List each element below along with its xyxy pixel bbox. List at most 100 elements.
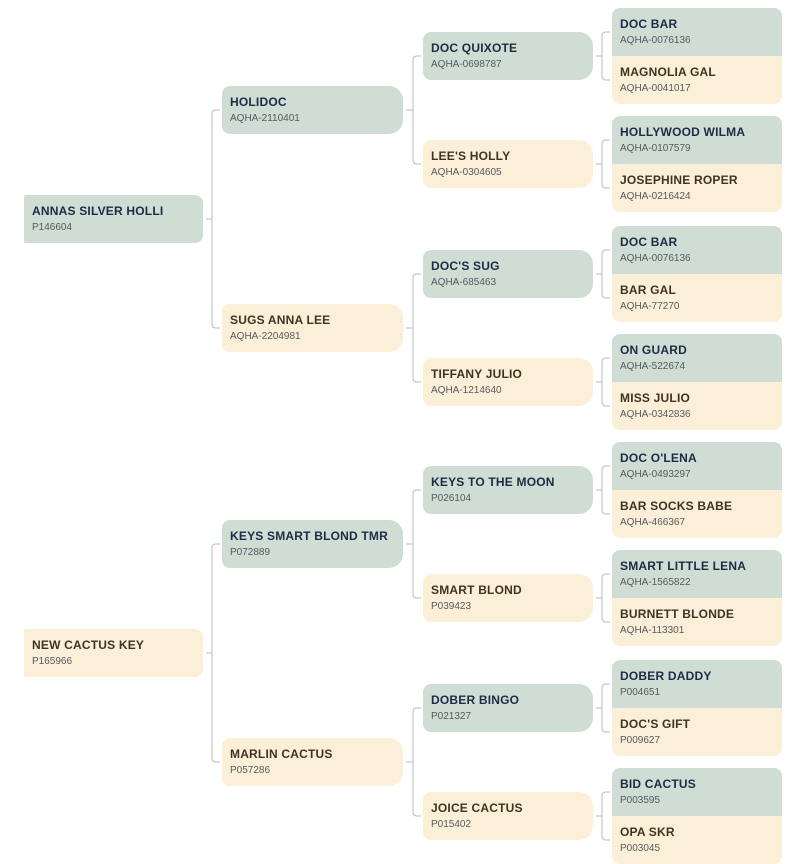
parent-dam-registration: AQHA-2204981 — [230, 331, 301, 342]
connector-tick — [216, 109, 220, 329]
connector-tick — [417, 55, 421, 165]
grandparent-2-registration: P039423 — [431, 601, 472, 612]
great-grandparent-1-registration: AQHA-0076136 — [620, 35, 691, 46]
parent-sire-registration: P072889 — [230, 547, 271, 558]
great-grandparent-7-registration: AQHA-522674 — [620, 361, 686, 372]
great-grandparent-6-registration: P009627 — [620, 735, 661, 746]
parent-sire[interactable]: HOLIDOC AQHA-2110401 — [222, 86, 403, 134]
great-grandparent-8-registration: P003045 — [620, 843, 661, 854]
great-grandparent-7-name: BID CACTUS — [620, 777, 696, 791]
connector-tick — [606, 791, 610, 841]
great-grandparent-5-registration: P004651 — [620, 687, 661, 698]
grandparent-2[interactable]: SMART BLOND P039423 — [423, 574, 593, 622]
great-grandparent-1-registration: AQHA-0493297 — [620, 469, 691, 480]
great-grandparent-5[interactable]: DOC BAR AQHA-0076136 — [612, 226, 782, 274]
great-grandparent-5-name: DOC BAR — [620, 235, 678, 249]
connector — [596, 249, 607, 299]
great-grandparent-6-registration: AQHA-77270 — [620, 301, 680, 312]
parent-sire-name: HOLIDOC — [230, 95, 287, 109]
great-grandparent-7[interactable]: ON GUARD AQHA-522674 — [612, 334, 782, 382]
grandparent-3-registration: P021327 — [431, 711, 472, 722]
great-grandparent-3[interactable]: SMART LITTLE LENA AQHA-1565822 — [612, 550, 782, 598]
great-grandparent-5-registration: AQHA-0076136 — [620, 253, 691, 264]
great-grandparent-7[interactable]: BID CACTUS P003595 — [612, 768, 782, 816]
connector — [596, 465, 607, 515]
grandparent-4[interactable]: TIFFANY JULIO AQHA-1214640 — [423, 358, 593, 406]
grandparent-4-registration: AQHA-1214640 — [431, 385, 502, 396]
great-grandparent-8-registration: AQHA-0342836 — [620, 409, 691, 420]
great-grandparent-6[interactable]: BAR GAL AQHA-77270 — [612, 274, 782, 322]
grandparent-2-name: SMART BLOND — [431, 583, 522, 597]
parent-sire[interactable]: KEYS SMART BLOND TMR P072889 — [222, 520, 403, 568]
connector — [596, 139, 607, 189]
grandparent-4-registration: P015402 — [431, 819, 472, 830]
subject-horse-2[interactable]: NEW CACTUS KEY P165966 — [24, 629, 203, 677]
grandparent-4-name: JOICE CACTUS — [431, 801, 523, 815]
connector — [596, 357, 607, 407]
grandparent-3-name: DOBER BINGO — [431, 693, 520, 707]
great-grandparent-5-name: DOBER DADDY — [620, 669, 712, 683]
connector-tick — [606, 683, 610, 733]
parent-dam[interactable]: SUGS ANNA LEE AQHA-2204981 — [222, 304, 403, 352]
connector — [406, 707, 418, 817]
grandparent-1-registration: P026104 — [431, 493, 472, 504]
grandparent-4[interactable]: JOICE CACTUS P015402 — [423, 792, 593, 840]
subject-horse-1-registration: P146604 — [32, 222, 73, 233]
great-grandparent-8-name: OPA SKR — [620, 825, 675, 839]
great-grandparent-3-name: HOLLYWOOD WILMA — [620, 125, 746, 139]
connector-tick — [216, 543, 220, 763]
great-grandparent-2-registration: AQHA-466367 — [620, 517, 686, 528]
connector-tick — [606, 357, 610, 407]
parent-dam-name: SUGS ANNA LEE — [230, 313, 331, 327]
great-grandparent-4-name: BURNETT BLONDE — [620, 607, 735, 621]
connector — [596, 31, 607, 81]
great-grandparent-8[interactable]: OPA SKR P003045 — [612, 816, 782, 864]
connector-tick — [417, 489, 421, 599]
great-grandparent-3-name: SMART LITTLE LENA — [620, 559, 747, 573]
great-grandparent-3[interactable]: HOLLYWOOD WILMA AQHA-0107579 — [612, 116, 782, 164]
connector — [596, 683, 607, 733]
subject-horse-2-name: NEW CACTUS KEY — [32, 638, 145, 652]
parent-dam-registration: P057286 — [230, 765, 271, 776]
connector — [406, 55, 418, 165]
connector-tick — [606, 249, 610, 299]
subject-horse-2-registration: P165966 — [32, 656, 73, 667]
grandparent-4-name: TIFFANY JULIO — [431, 367, 523, 381]
great-grandparent-3-registration: AQHA-0107579 — [620, 143, 691, 154]
grandparent-3-name: DOC'S SUG — [431, 259, 500, 273]
great-grandparent-2[interactable]: BAR SOCKS BABE AQHA-466367 — [612, 490, 782, 538]
great-grandparent-6-name: BAR GAL — [620, 283, 677, 297]
connector — [406, 273, 418, 383]
connector — [406, 489, 418, 599]
parent-sire-registration: AQHA-2110401 — [230, 113, 300, 124]
connector — [206, 543, 217, 763]
connector — [596, 791, 607, 841]
grandparent-1[interactable]: KEYS TO THE MOON P026104 — [423, 466, 593, 514]
connector-tick — [606, 465, 610, 515]
great-grandparent-2-name: BAR SOCKS BABE — [620, 499, 733, 513]
great-grandparent-7-name: ON GUARD — [620, 343, 687, 357]
parent-sire-name: KEYS SMART BLOND TMR — [230, 529, 388, 543]
connector-tick — [606, 573, 610, 623]
great-grandparent-1[interactable]: DOC O'LENA AQHA-0493297 — [612, 442, 782, 490]
great-grandparent-1-name: DOC O'LENA — [620, 451, 697, 465]
great-grandparent-3-registration: AQHA-1565822 — [620, 577, 691, 588]
great-grandparent-5[interactable]: DOBER DADDY P004651 — [612, 660, 782, 708]
great-grandparent-7-registration: P003595 — [620, 795, 661, 806]
grandparent-3[interactable]: DOBER BINGO P021327 — [423, 684, 593, 732]
connector-tick — [606, 139, 610, 189]
grandparent-1-name: KEYS TO THE MOON — [431, 475, 555, 489]
